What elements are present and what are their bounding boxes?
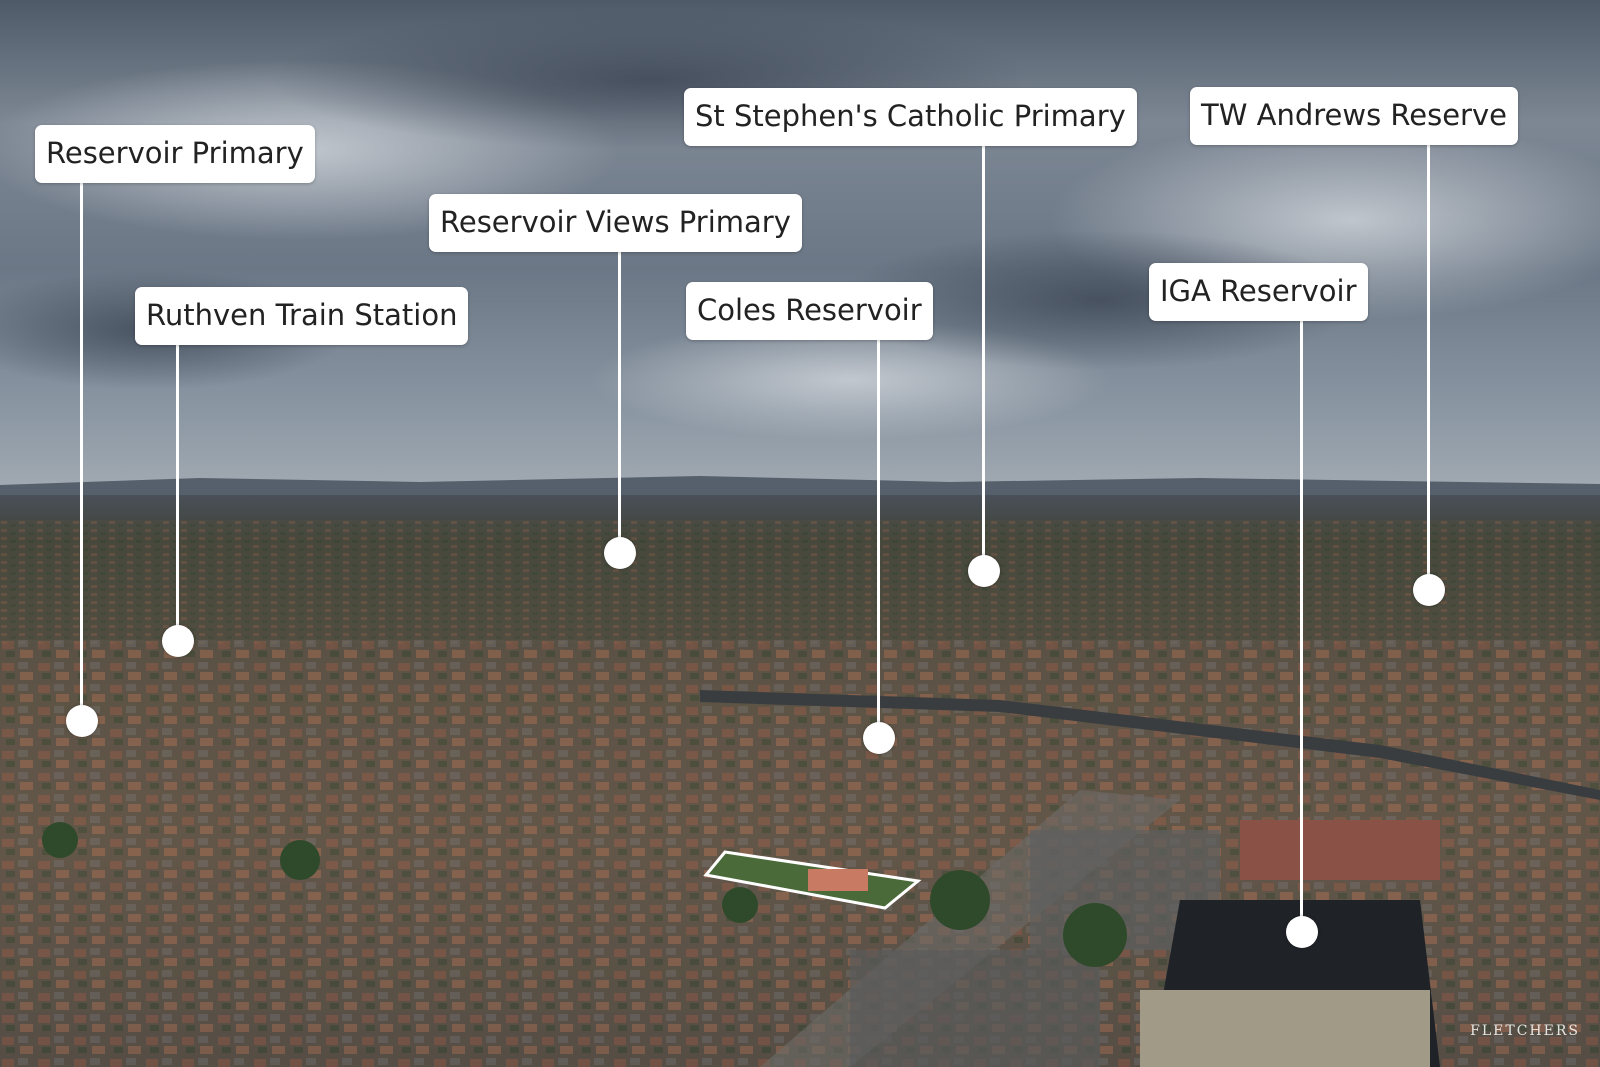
label-iga-reservoir: IGA Reservoir: [1149, 263, 1368, 321]
label-tw-andrews-reserve: TW Andrews Reserve: [1190, 87, 1518, 145]
fletchers-watermark: FLETCHERS: [1470, 1023, 1580, 1039]
iga-reservoir-marker: [1286, 916, 1318, 948]
label-coles-reservoir: Coles Reservoir: [686, 282, 933, 340]
reservoir-primary-leader-line: [80, 182, 83, 722]
coles-reservoir-leader-line: [877, 338, 880, 733]
label-reservoir-primary: Reservoir Primary: [35, 125, 315, 183]
iga-reservoir-leader-line: [1300, 320, 1303, 932]
ruthven-station-marker: [162, 625, 194, 657]
reservoir-primary-marker: [66, 705, 98, 737]
st-stephens-marker: [968, 555, 1000, 587]
ruthven-station-leader-line: [176, 343, 179, 641]
coles-reservoir-marker: [863, 722, 895, 754]
reservoir-views-primary-leader-line: [618, 250, 621, 552]
reservoir-views-primary-marker: [604, 537, 636, 569]
label-reservoir-views-primary: Reservoir Views Primary: [429, 194, 802, 252]
st-stephens-leader-line: [982, 145, 985, 570]
tw-andrews-marker: [1413, 574, 1445, 606]
tw-andrews-leader-line: [1427, 143, 1430, 590]
label-st-stephens-catholic-primary: St Stephen's Catholic Primary: [684, 88, 1137, 146]
label-ruthven-train-station: Ruthven Train Station: [135, 287, 469, 345]
